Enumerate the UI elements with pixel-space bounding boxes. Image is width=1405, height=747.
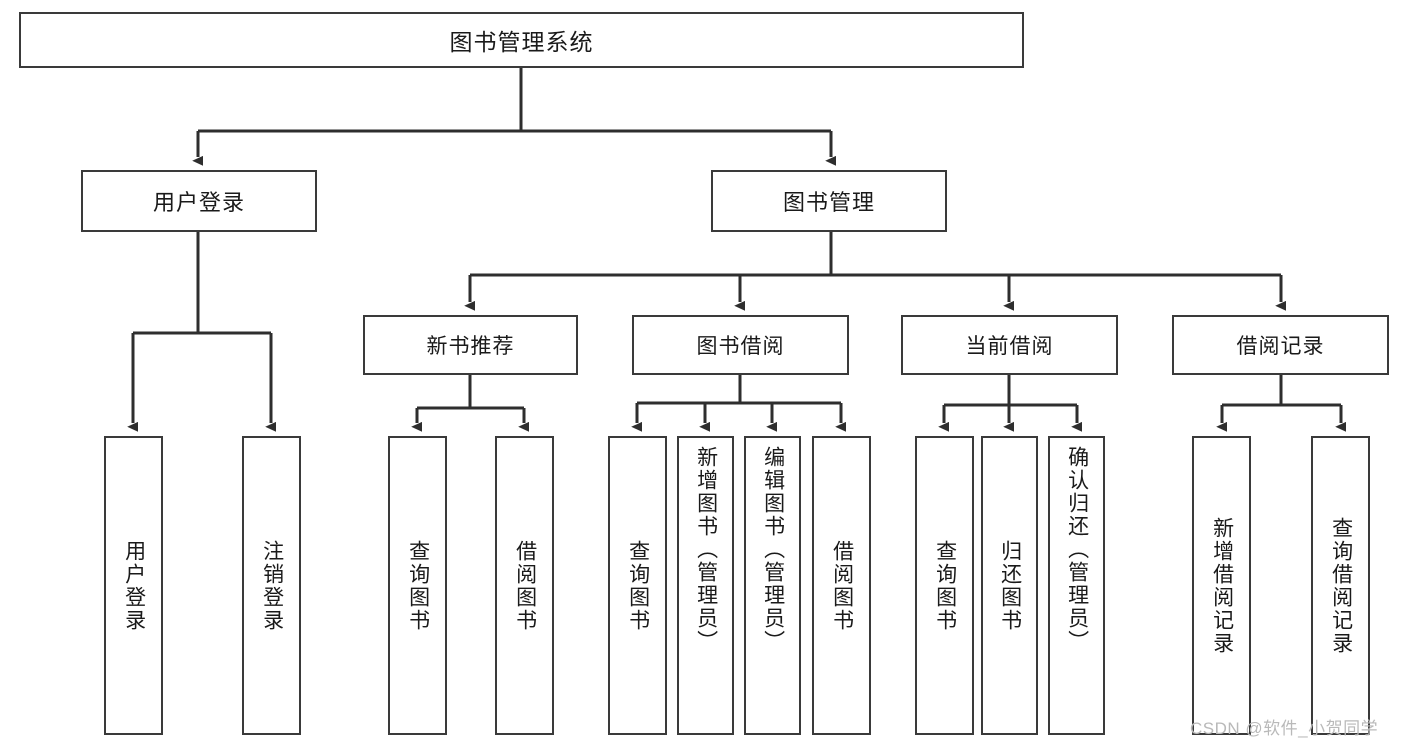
node-label: 借阅记录 — [1236, 335, 1325, 358]
leaf-label: 注销登录 — [260, 539, 284, 632]
node-label: 图书管理系统 — [449, 29, 594, 55]
leaf-query-book-borrow[interactable]: 查询图书 — [608, 436, 667, 735]
node-new-book-recommend[interactable]: 新书推荐 — [363, 315, 578, 375]
leaf-query-borrow-record[interactable]: 查询借阅记录 — [1311, 436, 1370, 735]
leaf-borrow-book-recommend[interactable]: 借阅图书 — [495, 436, 554, 735]
leaf-return-book[interactable]: 归还图书 — [981, 436, 1038, 735]
leaf-label: 查询借阅记录 — [1329, 516, 1353, 655]
node-current-borrow[interactable]: 当前借阅 — [901, 315, 1118, 375]
leaf-user-login[interactable]: 用户登录 — [104, 436, 163, 735]
leaf-confirm-return-admin[interactable]: 确认归还（管理员） — [1048, 436, 1105, 735]
node-book-management[interactable]: 图书管理 — [711, 170, 947, 232]
leaf-label: 新增图书（管理员） — [694, 446, 718, 653]
node-root-system[interactable]: 图书管理系统 — [19, 12, 1024, 68]
node-label: 新书推荐 — [426, 335, 515, 358]
leaf-add-book-admin[interactable]: 新增图书（管理员） — [677, 436, 734, 735]
watermark-csdn: CSDN @软件_小贺同学 — [1190, 719, 1379, 738]
node-book-borrow[interactable]: 图书借阅 — [632, 315, 849, 375]
node-user-login[interactable]: 用户登录 — [81, 170, 317, 232]
leaf-edit-book-admin[interactable]: 编辑图书（管理员） — [744, 436, 801, 735]
leaf-label: 用户登录 — [122, 539, 146, 632]
node-label: 图书管理 — [782, 190, 875, 215]
leaf-label: 编辑图书（管理员） — [761, 446, 785, 653]
leaf-query-book-current[interactable]: 查询图书 — [915, 436, 974, 735]
leaf-label: 查询图书 — [406, 539, 430, 632]
node-label: 图书借阅 — [696, 335, 785, 358]
node-label: 用户登录 — [152, 190, 245, 215]
leaf-label: 新增借阅记录 — [1210, 516, 1234, 655]
leaf-label: 查询图书 — [933, 539, 957, 632]
leaf-borrow-book[interactable]: 借阅图书 — [812, 436, 871, 735]
leaf-label: 查询图书 — [626, 539, 650, 632]
leaf-label: 确认归还（管理员） — [1065, 446, 1089, 653]
leaf-label: 借阅图书 — [830, 539, 854, 632]
leaf-label: 归还图书 — [998, 539, 1022, 632]
leaf-label: 借阅图书 — [513, 539, 537, 632]
leaf-add-borrow-record[interactable]: 新增借阅记录 — [1192, 436, 1251, 735]
node-label: 当前借阅 — [965, 335, 1054, 358]
leaf-query-book-recommend[interactable]: 查询图书 — [388, 436, 447, 735]
leaf-logout-login[interactable]: 注销登录 — [242, 436, 301, 735]
node-borrow-record[interactable]: 借阅记录 — [1172, 315, 1389, 375]
